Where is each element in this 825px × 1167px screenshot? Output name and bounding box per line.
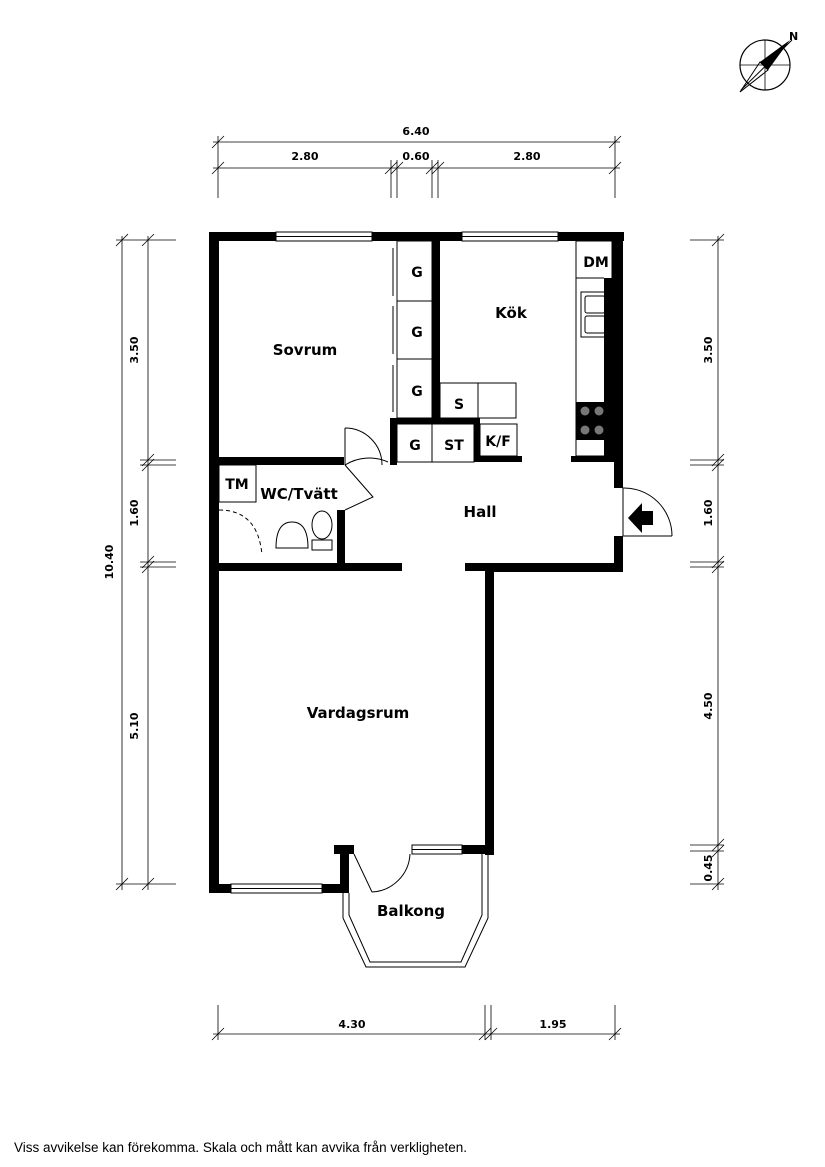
dim-left-2: 1.60 bbox=[128, 499, 141, 526]
dim-top-right: 2.80 bbox=[513, 150, 540, 163]
fixture-label-g4: G bbox=[409, 438, 421, 454]
dim-left-3: 5.10 bbox=[128, 712, 141, 739]
windows bbox=[230, 231, 559, 894]
dim-right-3: 4.50 bbox=[702, 692, 715, 719]
fixture-label-kf: K/F bbox=[485, 434, 511, 450]
disclaimer-text: Viss avvikelse kan förekomma. Skala och … bbox=[14, 1140, 467, 1155]
fixture-label-g2: G bbox=[411, 325, 423, 341]
compass-north-label: N bbox=[789, 30, 798, 43]
room-label-sovrum: Sovrum bbox=[273, 341, 338, 359]
stove-icon bbox=[576, 402, 608, 440]
fixture-label-tm: TM bbox=[225, 477, 248, 493]
dim-right-4: 0.45 bbox=[702, 854, 715, 881]
dim-top-total: 6.40 bbox=[402, 125, 429, 138]
room-label-balkong: Balkong bbox=[377, 902, 445, 920]
room-label-hall: Hall bbox=[464, 503, 497, 521]
room-label-vardagsrum: Vardagsrum bbox=[307, 704, 410, 722]
dimension-lines bbox=[115, 135, 725, 1041]
dim-top-left: 2.80 bbox=[291, 150, 318, 163]
dim-right-1: 3.50 bbox=[702, 336, 715, 363]
fixture-label-g3: G bbox=[411, 384, 423, 400]
room-label-kok: Kök bbox=[495, 304, 528, 322]
dim-left-total: 10.40 bbox=[103, 544, 116, 579]
dim-bottom-left: 4.30 bbox=[338, 1018, 365, 1031]
fixture-label-s: S bbox=[454, 397, 464, 413]
fixture-label-st: ST bbox=[444, 438, 464, 454]
dim-left-1: 3.50 bbox=[128, 336, 141, 363]
dim-bottom-right: 1.95 bbox=[539, 1018, 566, 1031]
dim-top-mid: 0.60 bbox=[402, 150, 429, 163]
fixture-outlines bbox=[218, 240, 673, 968]
compass-icon: N bbox=[739, 30, 798, 93]
entrance-arrow-icon bbox=[628, 503, 653, 533]
fixture-label-dm: DM bbox=[583, 255, 609, 271]
fixture-label-g1: G bbox=[411, 265, 423, 281]
room-label-wc: WC/Tvätt bbox=[260, 485, 338, 503]
dim-right-2: 1.60 bbox=[702, 499, 715, 526]
